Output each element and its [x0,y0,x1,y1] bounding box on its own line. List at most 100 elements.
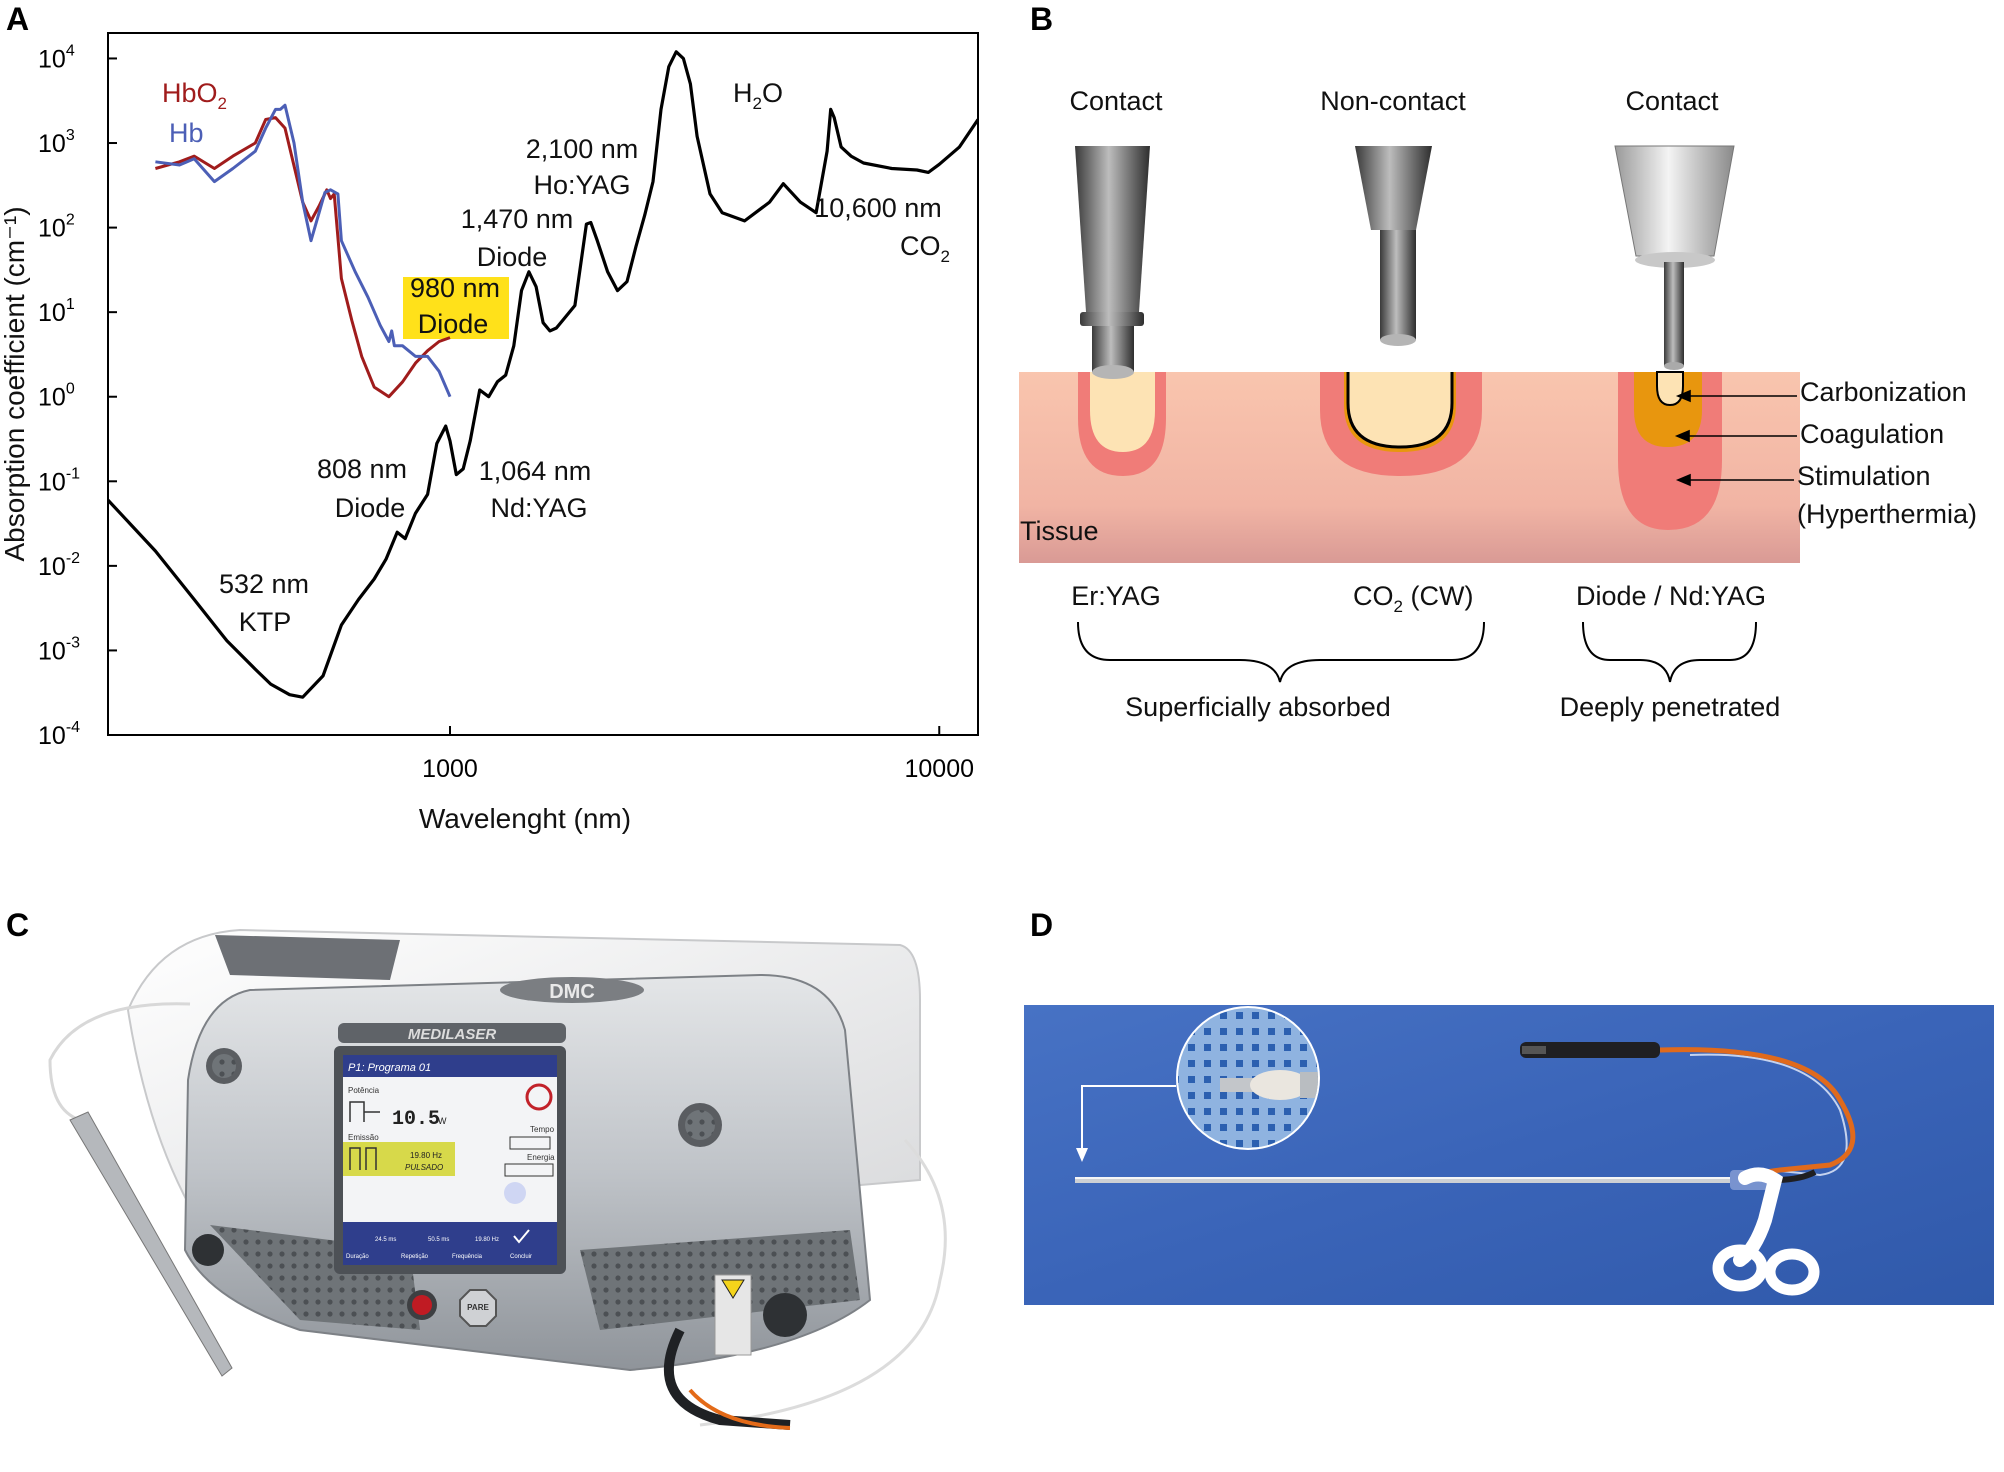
label-1064-name: Nd:YAG [490,493,587,523]
label-532-wavelength: 532 nm [219,569,309,599]
y-tick-base: 10 [38,45,66,73]
y-tick-exponent: -2 [66,550,80,567]
group-deeply-penetrated: Deeply penetrated [1560,692,1781,722]
diode-coagulation-zone [1634,372,1702,447]
label-980-name: Diode [418,309,489,339]
screen-energia: Energia [527,1153,555,1162]
diode-fiber-face [1664,362,1684,370]
label-1470-name: Diode [477,242,548,272]
y-tick-label: 101 [38,296,75,327]
y-tick-exponent: 3 [66,127,75,144]
pointer-line [1081,1085,1176,1150]
fiber-port-right [763,1293,807,1337]
plot-frame [107,32,979,736]
panel-letter-a: A [6,1,29,37]
screen-duracao-button[interactable]: Duração [346,1254,369,1260]
y-tick-base: 10 [38,722,66,750]
eryag-tip-face [1092,365,1134,379]
laser-device-photo: DMC MEDILASER P1: Programa 01 Potência 1… [48,928,947,1430]
power-waveform-icon [349,1101,380,1122]
device-rear-vent [215,935,400,980]
screen-frequencia-value: 19.80 Hz [475,1237,499,1243]
y-tick-base: 10 [38,299,66,327]
label-1064-wavelength: 1,064 nm [479,456,592,486]
orange-fiber-c [688,1388,791,1430]
legend-hb: Hb [169,118,204,148]
y-tick-base: 10 [38,637,66,665]
series-line-hbo2 [154,116,451,399]
y-tick-label: 102 [38,212,75,243]
brace-deep [1582,621,1757,683]
connector-ridge [1522,1046,1546,1054]
y-tick-base: 10 [38,215,66,243]
y-tick-base: 10 [38,384,66,412]
laser-warning-icon [721,1279,745,1299]
diode-fiber [1664,262,1684,366]
y-tick-base: 10 [38,468,66,496]
pulse-waveform-icon [349,1147,377,1170]
fiber-port-left [192,1234,224,1266]
y-tick-label: 10-1 [38,465,80,496]
label-ho-name: Ho:YAG [533,170,630,200]
label-808-wavelength: 808 nm [317,454,407,484]
speaker-right-mesh [685,1110,715,1140]
y-tick-label: 103 [38,127,75,158]
model-text: MEDILASER [408,1026,497,1043]
panel-letter-d: D [1030,907,1053,943]
screen-power-value: 10.5 [392,1108,440,1131]
screen-freq-value: 19.80 Hz [410,1151,442,1160]
energia-readout [504,1163,554,1177]
group-superficially-absorbed: Superficially absorbed [1125,692,1391,722]
eryag-tip-collar [1080,312,1144,326]
fiber-probe-photo [1024,1005,1994,1305]
y-tick-base: 10 [38,130,66,158]
model-strip [338,1023,566,1043]
label-co2-name: CO2 [900,231,950,266]
x-tick-label: 10000 [904,755,974,783]
finger-ring-1 [1712,1244,1768,1292]
screen-potencia: Potência [348,1086,380,1095]
label-980-wavelength: 980 nm [410,273,500,303]
label-808-name: Diode [335,493,406,523]
brand-text: DMC [549,981,595,1003]
power-ring-icon [525,1083,553,1111]
label-co2-wavelength: 10,600 nm [814,193,942,223]
y-tick-label: 10-2 [38,550,80,581]
magnified-tip [1250,1070,1310,1100]
emission-key-red [412,1295,432,1315]
y-tick-exponent: 4 [66,42,75,59]
emission-selector[interactable] [343,1142,455,1176]
screen-bottom-bar [343,1222,557,1265]
mode-non-contact: Non-contact [1320,86,1466,116]
co2-fiber-tip [1355,146,1432,230]
y-tick-exponent: -3 [66,634,80,651]
screen-emissao: Emissão [348,1133,379,1142]
eryag-tip-end [1092,326,1134,372]
mode-contact-left: Contact [1069,86,1163,116]
diode-handpiece-base [1635,252,1715,268]
y-tick-exponent: 0 [66,381,75,398]
co2-carbonization-zone [1346,372,1454,449]
y-tick-label: 100 [38,381,75,412]
fiber-connector [1520,1042,1660,1058]
screen-frequencia-button[interactable]: Frequência [452,1254,483,1260]
screen-repeticao-button[interactable]: Repetição [401,1254,429,1260]
connector-cable [663,1327,791,1430]
stop-button[interactable] [459,1289,497,1327]
brand-badge [500,977,644,1003]
legend-hbo2: HbO2 [162,78,227,113]
speaker-left-mesh [212,1054,236,1078]
series-line-hb [155,103,452,398]
magnified-collar [1300,1072,1318,1098]
check-icon [513,1229,530,1244]
eryag-fiber-tip [1075,146,1150,312]
zone-carbonization: Carbonization [1800,377,1967,407]
y-tick-label: 10-4 [38,719,80,750]
series-group [108,50,978,699]
screen-concluir-button[interactable]: Concluir [510,1254,532,1260]
handpiece-cable [48,1002,191,1122]
y-tick-exponent: 1 [66,296,75,313]
